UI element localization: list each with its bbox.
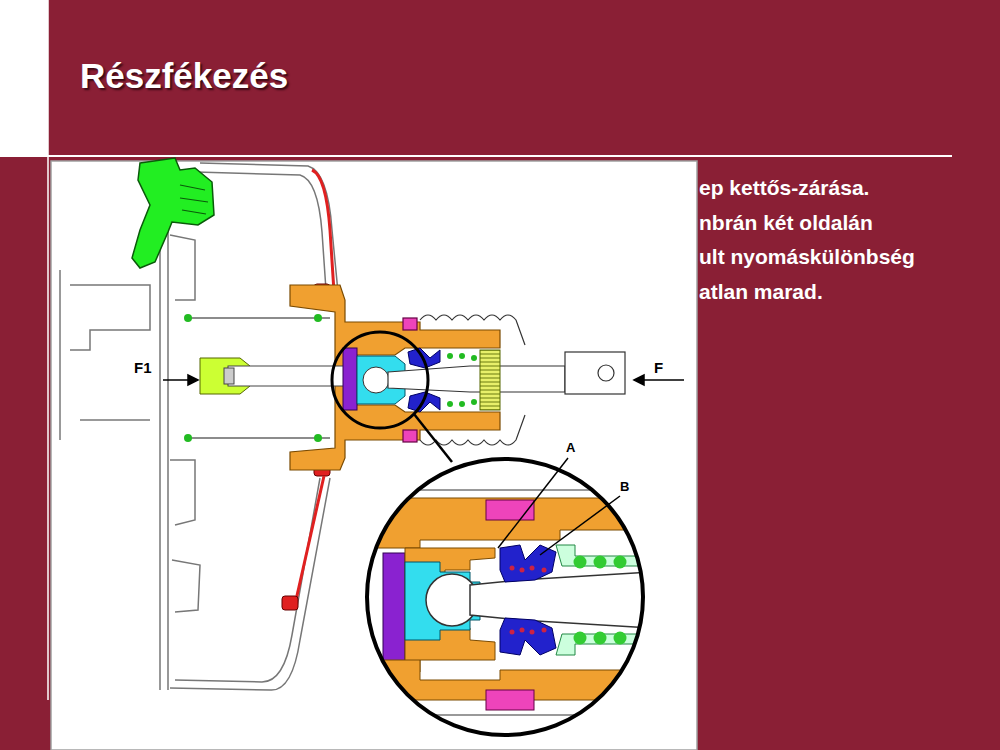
- valve-seals-part-part: [459, 401, 465, 407]
- push-rod-part: [388, 366, 565, 392]
- vacuum-fitting-part: [180, 185, 208, 214]
- detail-zoom-part-part: [510, 630, 515, 635]
- detail-zoom-part-part: [574, 632, 587, 645]
- valve-seals-part-part: [447, 353, 453, 359]
- detail-zoom-part: [470, 572, 650, 628]
- detail-marker: [332, 332, 452, 462]
- diaphragm-part: [312, 170, 334, 292]
- detail-zoom-part-part: [574, 556, 587, 569]
- detail-zoom-part-part: [614, 556, 627, 569]
- force-label: F1: [134, 359, 152, 376]
- booster-housing-part: [160, 180, 168, 690]
- reaction-disc-part: [363, 367, 389, 393]
- body-text: ep kettős-zárása.: [699, 176, 869, 200]
- detail-zoom-part-part: [530, 566, 535, 571]
- valve-seals-part-part: [471, 355, 477, 361]
- slide-background: [0, 0, 952, 750]
- push-rod-part: [565, 352, 625, 394]
- body-text: ult nyomáskülönbség: [699, 245, 915, 269]
- force-arrows-part: [188, 375, 198, 385]
- booster-housing-part: [80, 419, 150, 421]
- callout-letter: A: [566, 440, 575, 455]
- detail-zoom-part: [360, 714, 650, 716]
- booster-housing-part: [170, 478, 330, 690]
- guide-rods-part: [314, 434, 322, 442]
- detail-marker-part: [332, 332, 428, 428]
- callout-letter: B: [620, 479, 629, 494]
- detail-zoom-part: [500, 618, 556, 655]
- diaphragm-part: [296, 476, 324, 600]
- detail-zoom-part: [360, 489, 650, 491]
- output-rod-part: [228, 366, 345, 386]
- detail-zoom: [360, 455, 650, 745]
- detail-zoom-part: [383, 553, 405, 671]
- detail-zoom-part: [486, 690, 534, 710]
- guide-rods-part: [184, 434, 192, 442]
- detail-zoom-part-part: [520, 568, 525, 573]
- guide-rods-part: [185, 437, 330, 439]
- guide-rods-part: [184, 314, 192, 322]
- zoom-frame: [367, 459, 643, 735]
- leader-lines-part: [498, 458, 568, 548]
- detail-zoom-part: [574, 556, 627, 645]
- leader-lines-part: [540, 496, 620, 555]
- booster-housing-part: [196, 172, 326, 290]
- booster-housing-part: [200, 163, 340, 300]
- force-arrows-part: [640, 379, 684, 381]
- leader-lines: [498, 458, 620, 555]
- valve-seals-part-part: [471, 399, 477, 405]
- detail-marker-part: [414, 414, 452, 462]
- output-rod-part: [224, 368, 234, 384]
- detail-zoom-part-part: [594, 632, 607, 645]
- detail-zoom-part: [405, 562, 480, 640]
- detail-zoom-part: [510, 566, 547, 635]
- diaphragm-part: [282, 596, 298, 610]
- slide-title: Részfékezés: [80, 56, 288, 96]
- detail-zoom-part-part: [530, 630, 535, 635]
- detail-zoom-part-part: [594, 556, 607, 569]
- force-arrows-part: [634, 375, 644, 385]
- detail-zoom-part-part: [614, 632, 627, 645]
- valve-seals-part-part: [459, 353, 465, 359]
- body-text: nbrán két oldalán: [699, 211, 873, 235]
- detail-zoom-part-part: [542, 568, 547, 573]
- booster-housing-part: [70, 285, 150, 350]
- slide-background-part: [48, 155, 952, 157]
- detail-zoom-part-part: [520, 628, 525, 633]
- push-rod-part: [598, 365, 614, 381]
- vacuum-fitting-part: [132, 158, 214, 268]
- slide-background-part: [47, 0, 49, 700]
- slide-background-part: [0, 0, 48, 157]
- valve-seals-part: [480, 350, 500, 410]
- valve-seals-part-part: [447, 401, 453, 407]
- detail-zoom-part: [360, 455, 650, 745]
- force-arrows: [163, 375, 684, 385]
- detail-zoom-part-part: [510, 566, 515, 571]
- zoom-frame-part: [367, 459, 643, 735]
- detail-zoom-part: [500, 545, 556, 582]
- boot-bellows-part: [403, 430, 417, 442]
- valve-seals-part: [447, 353, 477, 407]
- guide-rods-part: [314, 314, 322, 322]
- force-label: F: [654, 359, 663, 376]
- reaction-disc-part: [343, 348, 357, 410]
- booster-housing-part: [175, 478, 320, 682]
- vacuum-fitting: [132, 158, 214, 268]
- booster-housing-part: [59, 270, 61, 440]
- diaphragm: [282, 170, 334, 610]
- booster-housing: [60, 163, 340, 690]
- guide-rods-part: [185, 317, 330, 319]
- body-text: atlan marad.: [699, 280, 823, 304]
- boot-bellows: [403, 315, 525, 445]
- output-rod: [200, 358, 345, 394]
- booster-housing-part: [172, 560, 200, 612]
- boot-bellows-part: [420, 315, 525, 345]
- detail-zoom-part-part: [542, 628, 547, 633]
- boot-bellows-part: [403, 318, 417, 330]
